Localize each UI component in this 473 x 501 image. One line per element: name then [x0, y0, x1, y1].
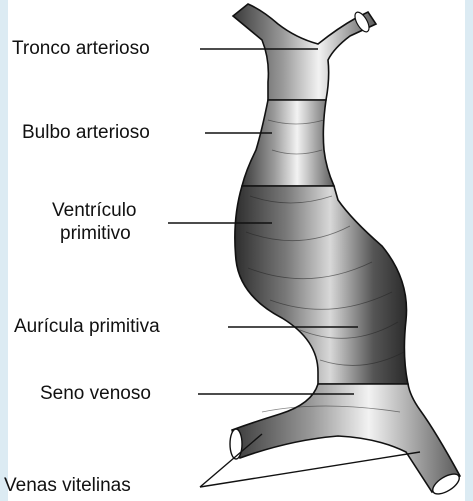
label-ventriculo-line1: Ventrículo — [52, 199, 137, 222]
label-seno-venoso: Seno venoso — [40, 382, 151, 405]
bulbus-arteriosus-shape — [242, 100, 334, 186]
label-auricula-primitiva: Aurícula primitiva — [14, 315, 160, 338]
left-vein-opening — [230, 429, 242, 459]
truncus-arteriosus-shape — [233, 4, 376, 100]
label-ventriculo-line2: primitivo — [60, 222, 131, 245]
label-tronco-arterioso: Tronco arterioso — [12, 37, 150, 60]
label-venas-vitelinas: Venas vitelinas — [4, 474, 131, 497]
label-bulbo-arterioso: Bulbo arterioso — [22, 121, 150, 144]
ventricle-atrium-shape — [235, 186, 408, 384]
